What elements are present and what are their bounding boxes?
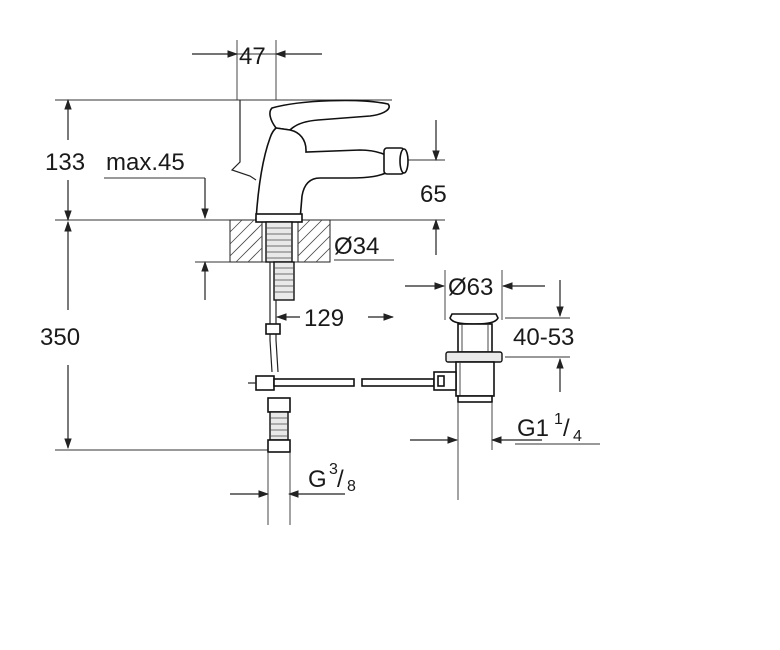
dim-thread-g-den: 8: [347, 478, 356, 495]
dim-max45-label: max.45: [106, 149, 185, 176]
deck-section: [229, 219, 331, 263]
dim-129: 129: [275, 305, 395, 332]
waste-assembly: [433, 313, 503, 500]
dim-thread-g1-num: 1: [554, 411, 563, 428]
supply-connector: [267, 397, 291, 525]
dim-133: 133: [45, 98, 392, 222]
dim-65-label: 65: [420, 181, 447, 208]
dim-350: 350: [40, 220, 270, 451]
dim-thread-g1-1-4: G1 1 / 4: [410, 411, 600, 445]
dim-47-label: 47: [239, 43, 266, 70]
dim-thread-g1-main: G1: [517, 415, 549, 442]
dim-diameter-34-label: Ø34: [334, 233, 379, 260]
dim-thread-g-slash: /: [337, 466, 344, 493]
dim-diameter-63: Ø63: [405, 270, 545, 320]
dim-thread-g-3-8: G 3 / 8: [230, 461, 356, 498]
dim-thread-g-main: G: [308, 466, 327, 493]
dim-47: 47: [192, 40, 322, 100]
dim-thread-g-num: 3: [329, 461, 338, 478]
dim-thread-g1-den: 4: [573, 428, 582, 445]
dim-40-53-label: 40-53: [513, 324, 574, 351]
dim-diameter-34: Ø34: [238, 233, 394, 261]
dim-thread-g1-slash: /: [563, 415, 570, 442]
dim-65: 65: [300, 120, 447, 255]
dim-350-label: 350: [40, 324, 80, 351]
mixer-body: [230, 99, 409, 373]
dim-40-53: 40-53: [505, 280, 574, 392]
popup-linkage: [248, 375, 435, 391]
dim-diameter-63-label: Ø63: [448, 274, 493, 301]
dim-129-label: 129: [304, 305, 344, 332]
dim-max45: max.45: [104, 149, 300, 300]
dim-133-label: 133: [45, 149, 85, 176]
